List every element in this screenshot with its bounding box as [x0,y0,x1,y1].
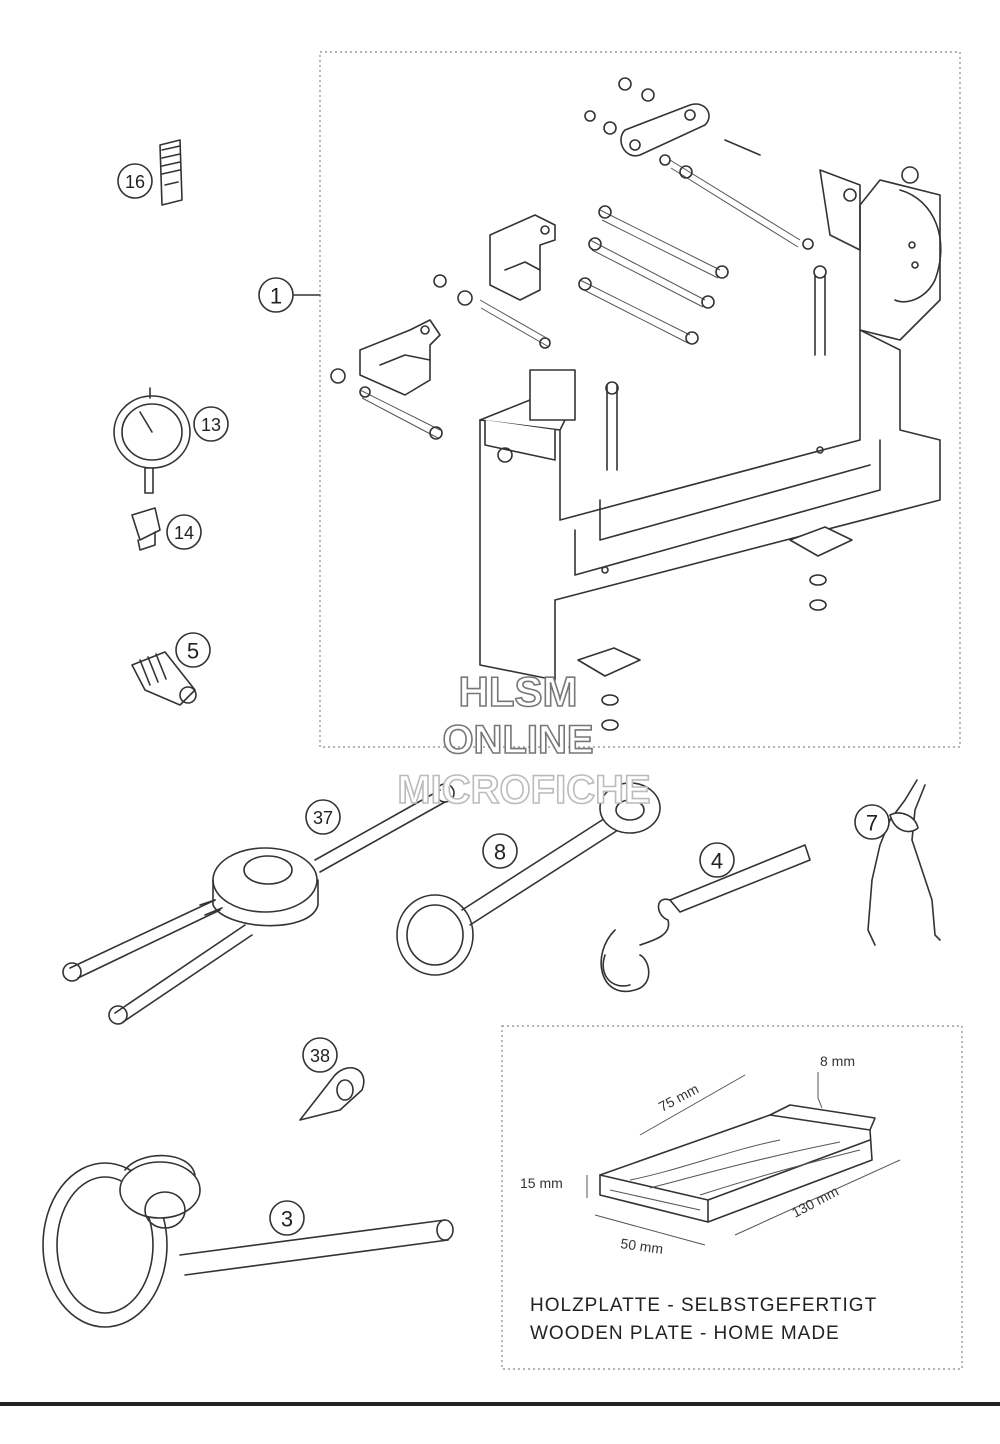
callout-1: 1 [258,277,294,313]
kit-box-frame-1 [319,51,961,748]
part-1-engine-stand [330,77,942,731]
callout-label: 3 [281,1207,293,1232]
callout-14: 14 [166,514,202,550]
part-16-pin [159,139,183,206]
callout-label: 8 [494,840,506,865]
callout-label: 14 [174,523,194,543]
bottom-border [0,1402,1000,1406]
callout-13: 13 [193,406,229,442]
wooden-plate-drawing [586,1072,901,1246]
part-38-plate [299,1066,365,1121]
part-37-puller [62,783,455,1025]
watermark-line-3: MICROFICHE [397,768,650,812]
dim-height: 15 mm [520,1175,563,1191]
part-3-clutch-holder [42,1154,454,1328]
part-8-holding-wrench [396,782,661,976]
callout-label: 13 [201,415,221,435]
callout-38: 38 [302,1037,338,1073]
callout-label: 38 [310,1046,330,1066]
callout-label: 7 [866,811,878,836]
callout-37: 37 [305,799,341,835]
dim-step-length: 75 mm [656,1080,701,1114]
callout-label: 16 [125,172,145,192]
dim-width: 50 mm [620,1235,665,1257]
callout-8: 8 [482,833,518,869]
callout-label: 1 [270,284,282,309]
dim-step-height: 8 mm [820,1053,855,1069]
kit-box-wooden-plate [501,1025,963,1370]
callout-5: 5 [175,632,211,668]
part-13-dial-gauge [113,387,191,494]
part-14-adapter [131,507,161,551]
callout-7: 7 [854,804,890,840]
part-4-hook-wrench [600,844,811,993]
callout-3: 3 [269,1200,305,1236]
callout-label: 37 [313,808,333,828]
callout-label: 5 [187,639,199,664]
callout-16: 16 [117,163,153,199]
caption-german: HOLZPLATTE - SELBSTGEFERTIGT [530,1295,877,1316]
watermark-line-2: ONLINE [442,718,593,762]
part-5-bushing-tool [131,651,197,706]
part-7-circlip-pliers [867,779,941,946]
watermark-line-1: HLSM [459,668,578,715]
caption-english: WOODEN PLATE - HOME MADE [530,1323,840,1344]
callout-4: 4 [699,842,735,878]
callout-label: 4 [711,849,723,874]
